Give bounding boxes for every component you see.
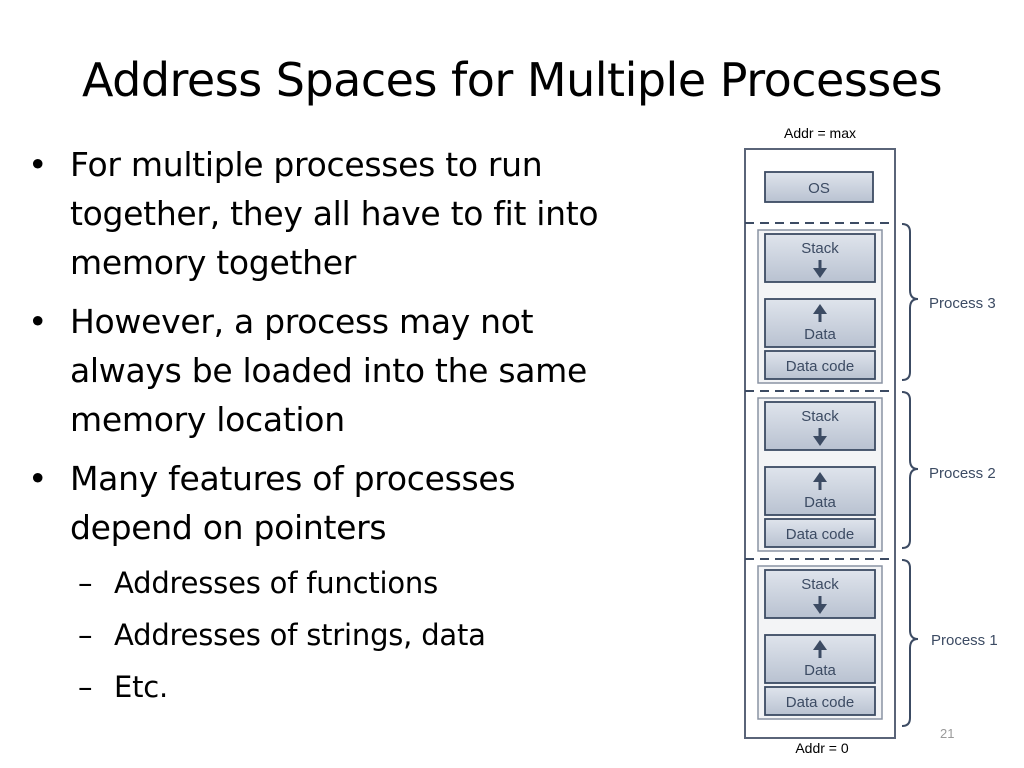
bullet-line: Many features of processes	[70, 459, 516, 498]
code-block	[764, 518, 876, 548]
arrow-down-icon	[813, 428, 827, 446]
process-label: Process 3	[929, 295, 996, 312]
code-label: Data code	[786, 358, 854, 375]
arrow-down-icon	[813, 596, 827, 614]
sub-bullet-line: Addresses of strings, data	[114, 618, 486, 652]
sub-bullet-item: – Etc.	[28, 666, 708, 708]
addr-max-label: Addr = max	[784, 125, 856, 141]
process-2-region: Stack Data Data code Process 2	[757, 391, 996, 552]
sub-bullet-dash: –	[78, 670, 93, 704]
code-label: Data code	[786, 526, 854, 543]
arrow-down-icon	[813, 260, 827, 278]
bullet-line: memory together	[70, 243, 356, 282]
bullet-line: together, they all have to fit into	[70, 194, 599, 233]
code-block	[764, 686, 876, 716]
arrow-up-icon	[813, 472, 827, 490]
sub-bullet-line: Addresses of functions	[114, 566, 439, 600]
os-block	[764, 171, 874, 203]
bullet-dot: •	[28, 302, 48, 341]
sub-bullet-item: – Addresses of strings, data	[28, 614, 708, 656]
sub-bullet-item: – Addresses of functions	[28, 562, 708, 604]
process-brace	[901, 223, 919, 381]
addr-zero-label: Addr = 0	[795, 740, 849, 756]
stack-label: Stack	[801, 576, 839, 593]
bullet-line: depend on pointers	[70, 508, 387, 547]
process-1-region: Stack Data Data code Process 1	[757, 559, 998, 727]
process-label: Process 1	[931, 632, 998, 649]
data-label: Data	[804, 662, 836, 679]
arrow-up-icon	[813, 304, 827, 322]
data-label: Data	[804, 326, 836, 343]
code-block	[764, 350, 876, 380]
slide-title: Address Spaces for Multiple Processes	[81, 53, 943, 107]
code-label: Data code	[786, 694, 854, 711]
sub-bullet-line: Etc.	[114, 670, 169, 704]
data-label: Data	[804, 494, 836, 511]
sub-bullet-dash: –	[78, 618, 93, 652]
bullet-item: • For multiple processes to run together…	[28, 140, 708, 287]
process-brace	[901, 559, 919, 727]
process-label: Process 2	[929, 465, 996, 482]
bullet-item: • Many features of processes depend on p…	[28, 454, 708, 552]
bullet-line: For multiple processes to run	[70, 145, 543, 184]
os-label: OS	[808, 180, 830, 197]
arrow-up-icon	[813, 640, 827, 658]
process-3-region: Stack Data Data code Process 3	[757, 223, 996, 384]
bullet-item: • However, a process may not always be l…	[28, 297, 708, 444]
stack-label: Stack	[801, 408, 839, 425]
slide-number: 21	[940, 726, 955, 741]
bullet-dot: •	[28, 459, 48, 498]
bullet-line: However, a process may not	[70, 302, 534, 341]
stack-label: Stack	[801, 240, 839, 257]
data-block	[764, 634, 876, 684]
bullet-list: • For multiple processes to run together…	[28, 140, 708, 718]
process-brace	[901, 391, 919, 549]
sub-bullet-dash: –	[78, 566, 93, 600]
bullet-line: memory location	[70, 400, 345, 439]
bullet-line: always be loaded into the same	[70, 351, 588, 390]
bullet-dot: •	[28, 145, 48, 184]
